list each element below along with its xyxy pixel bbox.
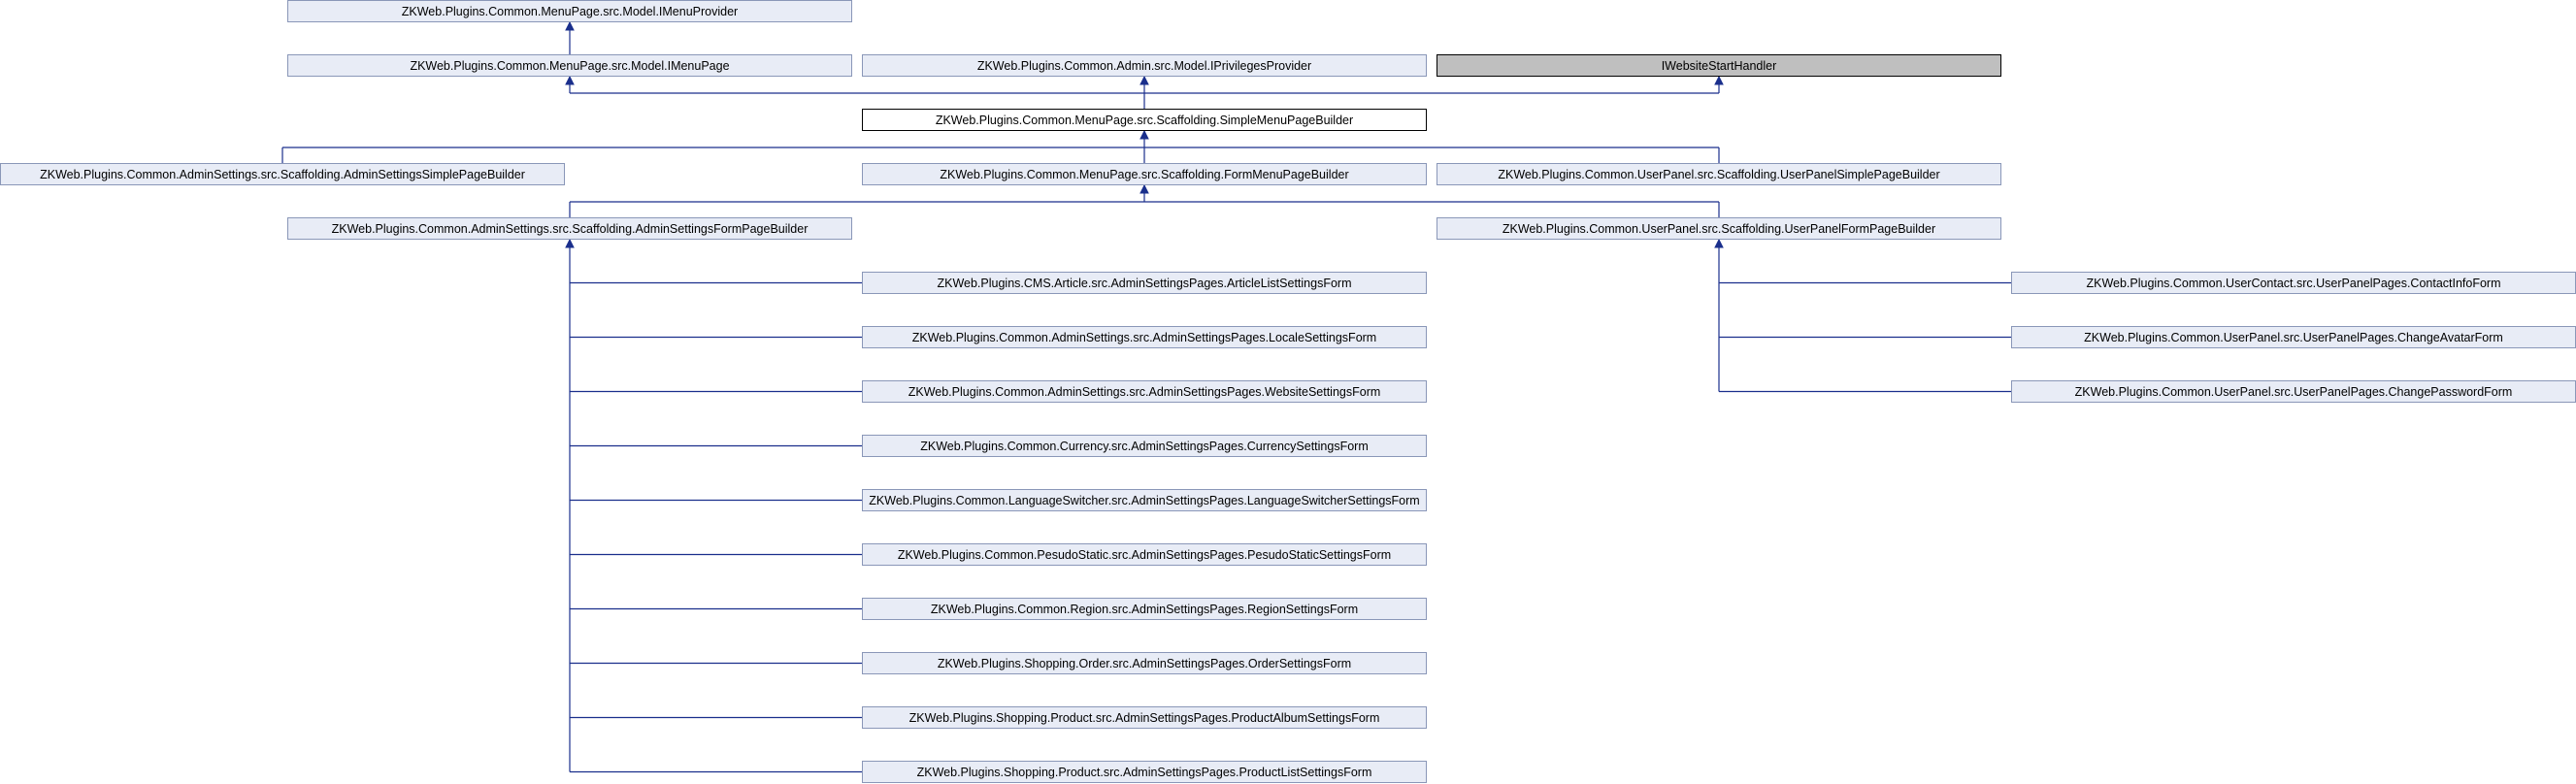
node-box xyxy=(862,652,1427,674)
class-node-imenuprovider[interactable]: ZKWeb.Plugins.Common.MenuPage.src.Model.… xyxy=(287,0,852,22)
node-label: ZKWeb.Plugins.Common.MenuPage.src.Scaffo… xyxy=(936,114,1353,127)
node-label: ZKWeb.Plugins.Common.AdminSettings.src.A… xyxy=(912,331,1376,344)
node-label: ZKWeb.Plugins.Common.UserPanel.src.Scaff… xyxy=(1498,168,1939,181)
class-node-productalbumsettingsform[interactable]: ZKWeb.Plugins.Shopping.Product.src.Admin… xyxy=(862,706,1427,729)
node-box xyxy=(862,543,1427,566)
arrowhead-icon xyxy=(1714,75,1724,85)
class-node-formmenupagebuilder[interactable]: ZKWeb.Plugins.Common.MenuPage.src.Scaffo… xyxy=(862,163,1427,185)
arrowhead-icon xyxy=(1139,75,1149,85)
node-label: ZKWeb.Plugins.Common.Currency.src.AdminS… xyxy=(920,440,1369,453)
node-box xyxy=(862,326,1427,348)
class-node-iwebsitestarthandler[interactable]: IWebsiteStartHandler xyxy=(1437,54,2001,77)
class-node-articlelistsettingsform[interactable]: ZKWeb.Plugins.CMS.Article.src.AdminSetti… xyxy=(862,272,1427,294)
arrowhead-icon xyxy=(1139,129,1149,140)
arrowhead-icon xyxy=(565,20,575,31)
node-box xyxy=(0,163,565,185)
class-node-iprivilegesprovider[interactable]: ZKWeb.Plugins.Common.Admin.src.Model.IPr… xyxy=(862,54,1427,77)
node-label: ZKWeb.Plugins.Common.PesudoStatic.src.Ad… xyxy=(898,548,1391,562)
node-box xyxy=(862,380,1427,403)
node-label: ZKWeb.Plugins.Common.Region.src.AdminSet… xyxy=(931,603,1358,616)
class-node-contactinfoform[interactable]: ZKWeb.Plugins.Common.UserContact.src.Use… xyxy=(2011,272,2576,294)
node-box xyxy=(1437,54,2001,77)
node-label: ZKWeb.Plugins.CMS.Article.src.AdminSetti… xyxy=(937,277,1351,290)
class-node-simplemenupagebuilder[interactable]: ZKWeb.Plugins.Common.MenuPage.src.Scaffo… xyxy=(862,109,1427,131)
class-node-changeavatarform[interactable]: ZKWeb.Plugins.Common.UserPanel.src.UserP… xyxy=(2011,326,2576,348)
arrowhead-icon xyxy=(565,75,575,85)
node-box xyxy=(862,109,1427,131)
class-node-ordersettingsform[interactable]: ZKWeb.Plugins.Shopping.Order.src.AdminSe… xyxy=(862,652,1427,674)
node-box xyxy=(862,598,1427,620)
node-label: ZKWeb.Plugins.Common.MenuPage.src.Model.… xyxy=(410,59,729,73)
node-box xyxy=(862,435,1427,457)
node-label: ZKWeb.Plugins.Common.MenuPage.src.Scaffo… xyxy=(940,168,1348,181)
node-box xyxy=(1437,163,2001,185)
node-label: ZKWeb.Plugins.Common.MenuPage.src.Model.… xyxy=(402,5,738,18)
class-node-changepasswordform[interactable]: ZKWeb.Plugins.Common.UserPanel.src.UserP… xyxy=(2011,380,2576,403)
arrowhead-icon xyxy=(1139,183,1149,194)
class-node-imenupage[interactable]: ZKWeb.Plugins.Common.MenuPage.src.Model.… xyxy=(287,54,852,77)
node-label: ZKWeb.Plugins.Common.UserContact.src.Use… xyxy=(2086,277,2500,290)
inheritance-edges xyxy=(281,20,2011,773)
node-label: ZKWeb.Plugins.Shopping.Order.src.AdminSe… xyxy=(938,657,1351,670)
node-label: ZKWeb.Plugins.Common.UserPanel.src.Scaff… xyxy=(1503,222,1935,236)
arrowhead-icon xyxy=(1714,238,1724,248)
node-label: ZKWeb.Plugins.Common.UserPanel.src.UserP… xyxy=(2075,385,2513,399)
node-label: ZKWeb.Plugins.Common.AdminSettings.src.S… xyxy=(40,168,525,181)
node-label: ZKWeb.Plugins.Common.UserPanel.src.UserP… xyxy=(2084,331,2503,344)
node-box xyxy=(287,0,852,22)
node-label: ZKWeb.Plugins.Shopping.Product.src.Admin… xyxy=(909,711,1380,725)
node-label: IWebsiteStartHandler xyxy=(1662,59,1777,73)
node-box xyxy=(862,163,1427,185)
node-box xyxy=(862,489,1427,511)
class-node-userpanelsimplepagebuilder[interactable]: ZKWeb.Plugins.Common.UserPanel.src.Scaff… xyxy=(1437,163,2001,185)
class-node-websitesettingsform[interactable]: ZKWeb.Plugins.Common.AdminSettings.src.A… xyxy=(862,380,1427,403)
node-label: ZKWeb.Plugins.Common.Admin.src.Model.IPr… xyxy=(977,59,1311,73)
class-node-pesudostaticsettingsform[interactable]: ZKWeb.Plugins.Common.PesudoStatic.src.Ad… xyxy=(862,543,1427,566)
class-node-adminsettingssimplepagebuilder[interactable]: ZKWeb.Plugins.Common.AdminSettings.src.S… xyxy=(0,163,565,185)
node-label: ZKWeb.Plugins.Common.LanguageSwitcher.sr… xyxy=(869,494,1419,507)
node-label: ZKWeb.Plugins.Shopping.Product.src.Admin… xyxy=(917,766,1372,779)
class-node-localesettingsform[interactable]: ZKWeb.Plugins.Common.AdminSettings.src.A… xyxy=(862,326,1427,348)
class-node-regionsettingsform[interactable]: ZKWeb.Plugins.Common.Region.src.AdminSet… xyxy=(862,598,1427,620)
node-box xyxy=(1437,217,2001,240)
node-label: ZKWeb.Plugins.Common.AdminSettings.src.A… xyxy=(908,385,1381,399)
class-node-currencysettingsform[interactable]: ZKWeb.Plugins.Common.Currency.src.AdminS… xyxy=(862,435,1427,457)
node-box xyxy=(862,706,1427,729)
class-node-productlistsettingsform[interactable]: ZKWeb.Plugins.Shopping.Product.src.Admin… xyxy=(862,761,1427,783)
node-box xyxy=(287,217,852,240)
node-label: ZKWeb.Plugins.Common.AdminSettings.src.S… xyxy=(332,222,809,236)
node-box xyxy=(862,272,1427,294)
node-box xyxy=(287,54,852,77)
class-node-userpanelformpagebuilder[interactable]: ZKWeb.Plugins.Common.UserPanel.src.Scaff… xyxy=(1437,217,2001,240)
class-node-languageswitchersettingsform[interactable]: ZKWeb.Plugins.Common.LanguageSwitcher.sr… xyxy=(862,489,1427,511)
node-box xyxy=(862,54,1427,77)
class-node-adminsettingsformpagebuilder[interactable]: ZKWeb.Plugins.Common.AdminSettings.src.S… xyxy=(287,217,852,240)
arrowhead-icon xyxy=(565,238,575,248)
node-box xyxy=(862,761,1427,783)
